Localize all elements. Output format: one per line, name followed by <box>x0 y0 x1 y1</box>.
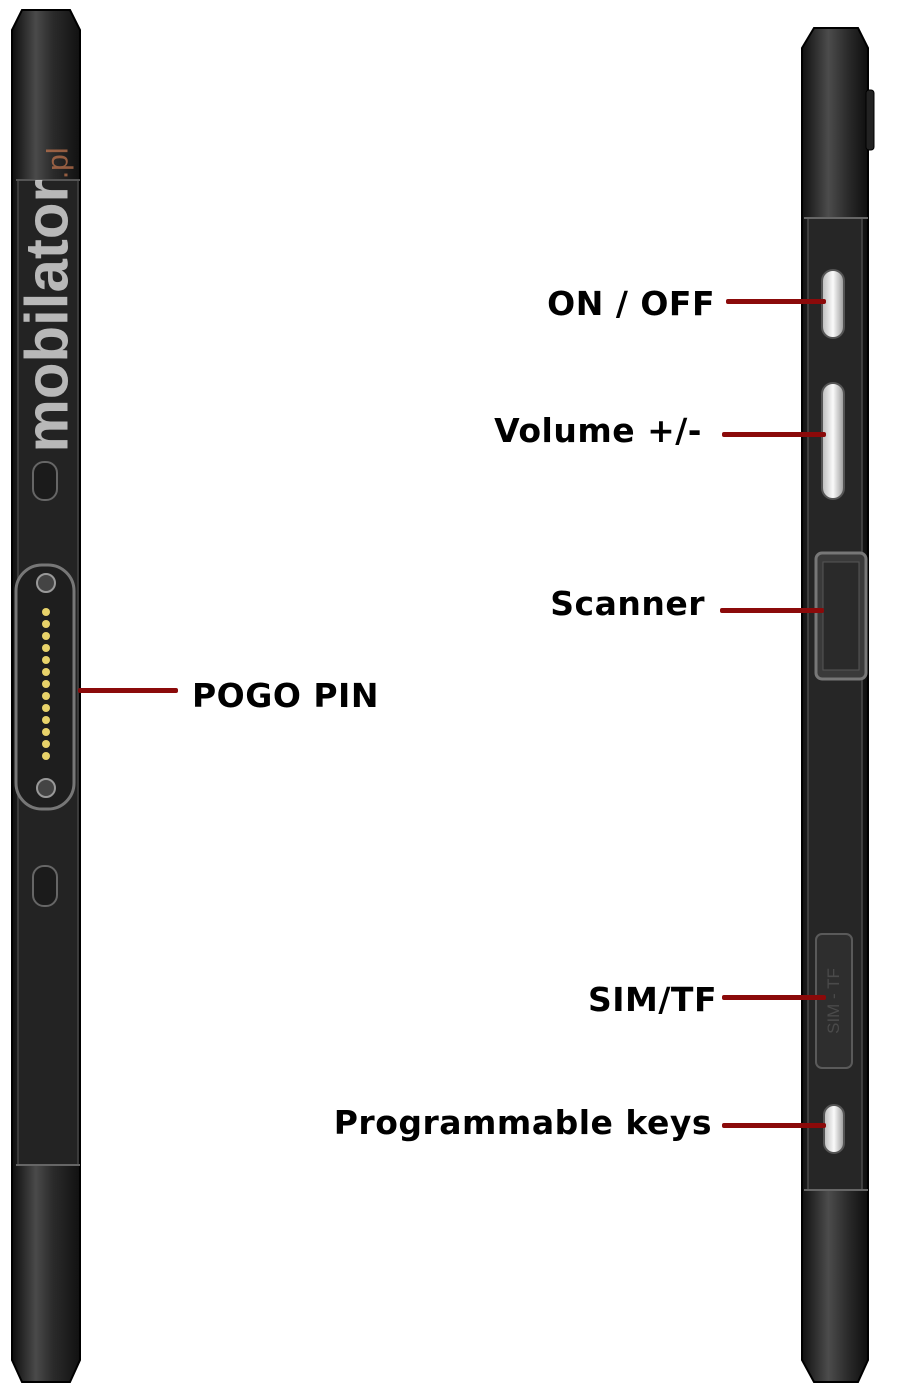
right-side-view <box>801 27 875 1383</box>
sim-tf-leader-line <box>722 995 826 1000</box>
sim-tf-slot <box>815 933 853 1069</box>
on-off-leader-line <box>726 299 826 304</box>
programmable-key <box>823 1104 845 1154</box>
programmable-keys-label: Programmable keys <box>333 1103 712 1142</box>
sim-tf-slot-marking: SIM - TF <box>824 968 843 1034</box>
pogo-pin-label: POGO PIN <box>192 676 379 715</box>
pogo-pins <box>42 608 50 760</box>
left-small-button-bottom <box>32 865 58 907</box>
on-off-button <box>821 269 845 339</box>
pogo-pin-leader-line <box>78 688 178 693</box>
volume-button <box>821 382 845 500</box>
left-side-view <box>11 9 81 1383</box>
scanner-label: Scanner <box>550 584 705 623</box>
on-off-label: ON / OFF <box>547 284 715 323</box>
volume-leader-line <box>722 432 826 437</box>
volume-label: Volume +/- <box>494 411 702 450</box>
sim-tf-label: SIM/TF <box>588 980 717 1019</box>
scanner-leader-line <box>720 608 824 613</box>
left-small-button-top <box>32 461 58 501</box>
programmable-keys-leader-line <box>722 1123 826 1128</box>
